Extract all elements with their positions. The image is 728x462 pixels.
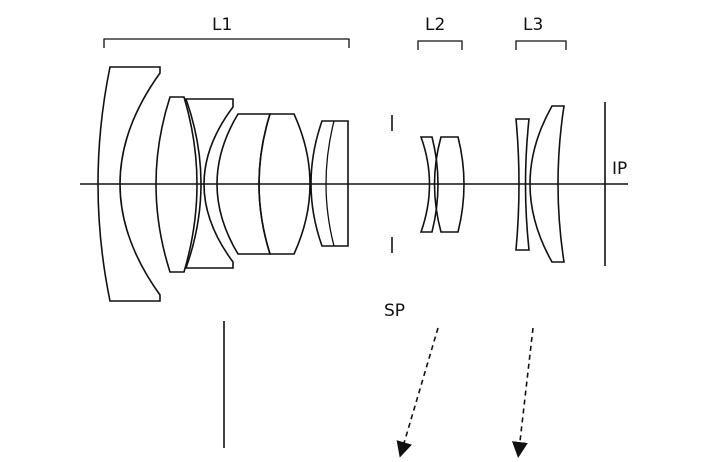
lens-element-8: [515, 118, 530, 251]
group-l1: L1: [103, 15, 350, 48]
lens-group-l3: [515, 105, 565, 263]
group-l2-label: L2: [425, 15, 445, 35]
lens-element-1: [97, 66, 161, 302]
stop-label: SP: [384, 301, 405, 321]
group-l2-bracket: [417, 40, 463, 50]
group-l3: L3: [515, 15, 567, 50]
l3-movement-arrow: [511, 327, 534, 458]
lens-element-7: [433, 136, 465, 233]
group-l1-label: L1: [212, 15, 232, 35]
group-l1-bracket: [103, 38, 350, 48]
lens-element-5-inner: [325, 120, 335, 247]
group-l3-bracket: [515, 40, 567, 50]
lens-group-l1: [97, 66, 349, 302]
lens-element-9: [529, 105, 565, 263]
lens-element-2: [155, 96, 198, 273]
lens-group-l2: [419, 136, 465, 233]
image-plane-label: IP: [612, 159, 627, 179]
l2-movement-arrow: [396, 327, 439, 458]
lens-element-3: [184, 98, 234, 269]
group-l2: L2: [417, 15, 463, 50]
lens-element-4b: [258, 113, 311, 255]
lens-element-5: [310, 120, 349, 247]
group-l3-label: L3: [523, 15, 543, 35]
